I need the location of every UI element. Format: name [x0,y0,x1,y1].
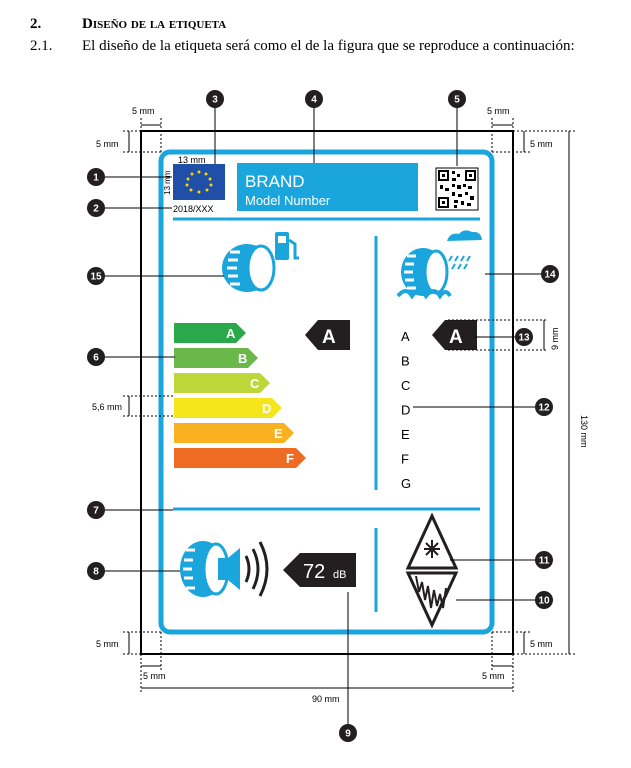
dimension-guides [123,118,575,692]
wet-grip-letter-e: E [401,427,410,442]
svg-text:12: 12 [538,403,550,414]
regulation-text: 2018/XXX [173,204,214,214]
energy-bar-letter: F [286,451,294,466]
callout-15: 15 [87,267,105,285]
callout-9: 9 [339,724,357,742]
section-number: 2. [30,16,42,32]
tyre-fuel-icon [222,232,299,292]
energy-bar-d: D [174,398,282,418]
callout-10: 10 [535,591,553,609]
svg-text:6: 6 [93,353,99,364]
tyre-noise-icon [180,541,269,597]
dim-top-right: 5 mm [487,106,510,116]
energy-bar-letter: C [250,376,260,391]
paragraph-text: El diseño de la etiqueta será como el de… [82,38,575,54]
callout-13: 13 [515,328,533,346]
callout-1: 1 [87,168,105,186]
dim-total-width: 90 mm [312,694,340,704]
section-heading: 2. Diseño de la etiqueta [30,16,226,33]
wet-grip-letter-c: C [401,378,410,393]
dim-top-left: 5 mm [132,106,155,116]
svg-text:13: 13 [518,333,530,344]
svg-text:7: 7 [93,506,99,517]
energy-bar-f: F [174,448,306,468]
energy-bar-b: B [174,348,258,368]
fuel-class-letter: A [322,327,336,348]
section-title: Diseño de la etiqueta [82,16,227,32]
callout-4: 4 [305,90,323,108]
flag-width-dim: 13 mm [178,155,206,165]
dim-total-height: 130 mm [579,415,589,448]
callout-5: 5 [448,90,466,108]
callout-7: 7 [87,501,105,519]
wet-grip-letter-f: F [401,452,409,467]
fuel-class-arrow [305,320,350,350]
ice-icon [405,571,459,629]
flag-height-dim: 13 mm [163,170,172,195]
paragraph-number: 2.1. [30,38,53,54]
svg-text:4: 4 [311,95,317,106]
brand-box [237,163,418,211]
energy-bar-e: E [174,423,294,443]
svg-text:8: 8 [93,567,99,578]
svg-text:5: 5 [454,95,460,106]
energy-bar-a: A [174,323,246,343]
svg-text:10: 10 [538,596,550,607]
dim-bottom-left: 5 mm [143,671,166,681]
snow-mountain-icon [405,512,459,570]
energy-bar-letter: A [226,326,236,341]
svg-text:11: 11 [539,556,550,567]
noise-value: 72 [303,561,325,583]
wet-grip-letter-g: G [401,476,411,491]
model-text: Model Number [245,193,331,208]
callout-12: 12 [535,398,553,416]
dim-right-bottom: 5 mm [530,639,553,649]
inner-frame [158,149,495,635]
dim-left-top: 5 mm [96,139,119,149]
svg-text:2: 2 [93,204,99,215]
qr-code-icon [435,167,479,211]
dim-arrow-height: 9 mm [550,328,560,351]
noise-value-arrow [283,553,356,587]
dim-bottom-right: 5 mm [482,671,505,681]
svg-text:14: 14 [544,270,556,281]
brand-text: BRAND [245,172,305,191]
outer-frame [140,130,514,655]
dim-right-top: 5 mm [530,139,553,149]
energy-bar-letter: B [238,351,247,366]
callout-3: 3 [206,90,224,108]
callout-6: 6 [87,348,105,366]
callout-14: 14 [541,265,559,283]
dim-left-bottom: 5 mm [96,639,119,649]
energy-bar-letter: D [262,401,271,416]
svg-text:1: 1 [93,173,99,184]
callout-2: 2 [87,199,105,217]
dimension-arrows [128,124,570,689]
callout-leaders [96,99,550,733]
svg-text:3: 3 [212,95,218,106]
svg-text:9: 9 [345,729,351,740]
callout-11: 11 [535,551,553,569]
eu-flag-icon [173,164,225,200]
energy-bar-c: C [174,373,270,393]
tyre-rain-icon [396,230,482,300]
dim-bar-height: 5,6 mm [92,402,122,412]
svg-text:15: 15 [90,272,102,283]
wet-grip-letter-b: B [401,354,410,369]
noise-unit: dB [333,569,346,581]
wet-grip-letter-d: D [401,403,410,418]
paragraph: 2.1. El diseño de la etiqueta será como … [30,38,575,55]
wet-grip-letter-a: A [401,329,410,344]
callout-8: 8 [87,562,105,580]
wet-class-arrow [432,320,477,350]
energy-bar-letter: E [274,426,283,441]
wet-class-letter: A [449,327,463,348]
